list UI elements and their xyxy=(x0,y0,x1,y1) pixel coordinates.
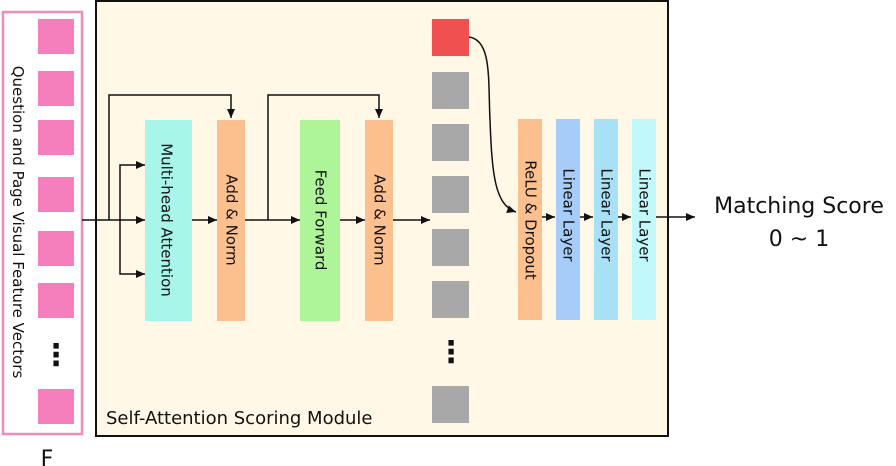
residual-arrow-1 xyxy=(108,94,235,220)
add-norm-block-1 xyxy=(217,120,245,321)
add-norm-label-2: Add & Norm xyxy=(371,174,389,265)
linear-layer-block-2 xyxy=(594,119,618,320)
feature-vector xyxy=(38,389,74,424)
add-norm-block-2 xyxy=(365,120,393,321)
input-to-attention-k-arrow xyxy=(119,220,145,278)
matching-score-label: Matching Score xyxy=(714,194,884,219)
output-token xyxy=(432,386,469,423)
connectors xyxy=(82,36,695,278)
scoring-module-label: Self-Attention Scoring Module xyxy=(106,408,373,429)
residual-arrow-2 xyxy=(267,94,383,220)
input-to-attention-q-arrow xyxy=(119,161,145,220)
relu-dropout-block xyxy=(518,119,542,320)
feature-vectors-ellipsis: ⋮ xyxy=(41,338,71,373)
feature-vector xyxy=(38,19,74,54)
feature-vectors-label: Question and Page Visual Feature Vectors xyxy=(9,66,27,379)
feature-vector xyxy=(38,71,74,106)
output-token xyxy=(432,72,469,109)
output-token xyxy=(432,229,469,266)
linear-layer-block-1 xyxy=(556,119,580,320)
add-norm-label-1: Add & Norm xyxy=(223,174,241,265)
linear-layer-block-3 xyxy=(632,119,656,320)
feature-vector xyxy=(38,177,74,212)
feature-vector xyxy=(38,283,74,318)
feed-forward-block xyxy=(300,120,340,321)
feed-forward-label: Feed Forward xyxy=(312,170,330,271)
output-token xyxy=(432,176,469,213)
cls-to-head-arrow xyxy=(468,36,517,213)
output-token xyxy=(432,281,469,318)
linear-layer-label-3: Linear Layer xyxy=(636,168,654,262)
feature-vector-group xyxy=(38,19,74,424)
multi-head-attention-block xyxy=(145,120,192,321)
tokens-ellipsis: ⋮ xyxy=(436,335,466,370)
linear-layer-label-1: Linear Layer xyxy=(560,168,578,262)
feature-matrix-symbol: F xyxy=(41,447,54,466)
multi-head-attention-label: Multi-head Attention xyxy=(158,143,176,297)
linear-layer-label-2: Linear Layer xyxy=(598,168,616,262)
matching-score-range: 0 ~ 1 xyxy=(769,227,829,252)
relu-dropout-label: ReLU & Dropout xyxy=(522,160,540,280)
feature-vectors-box xyxy=(1,10,84,436)
cls-token xyxy=(432,19,469,56)
feature-vector xyxy=(38,231,74,266)
feature-vector xyxy=(38,120,74,155)
output-token xyxy=(432,124,469,161)
